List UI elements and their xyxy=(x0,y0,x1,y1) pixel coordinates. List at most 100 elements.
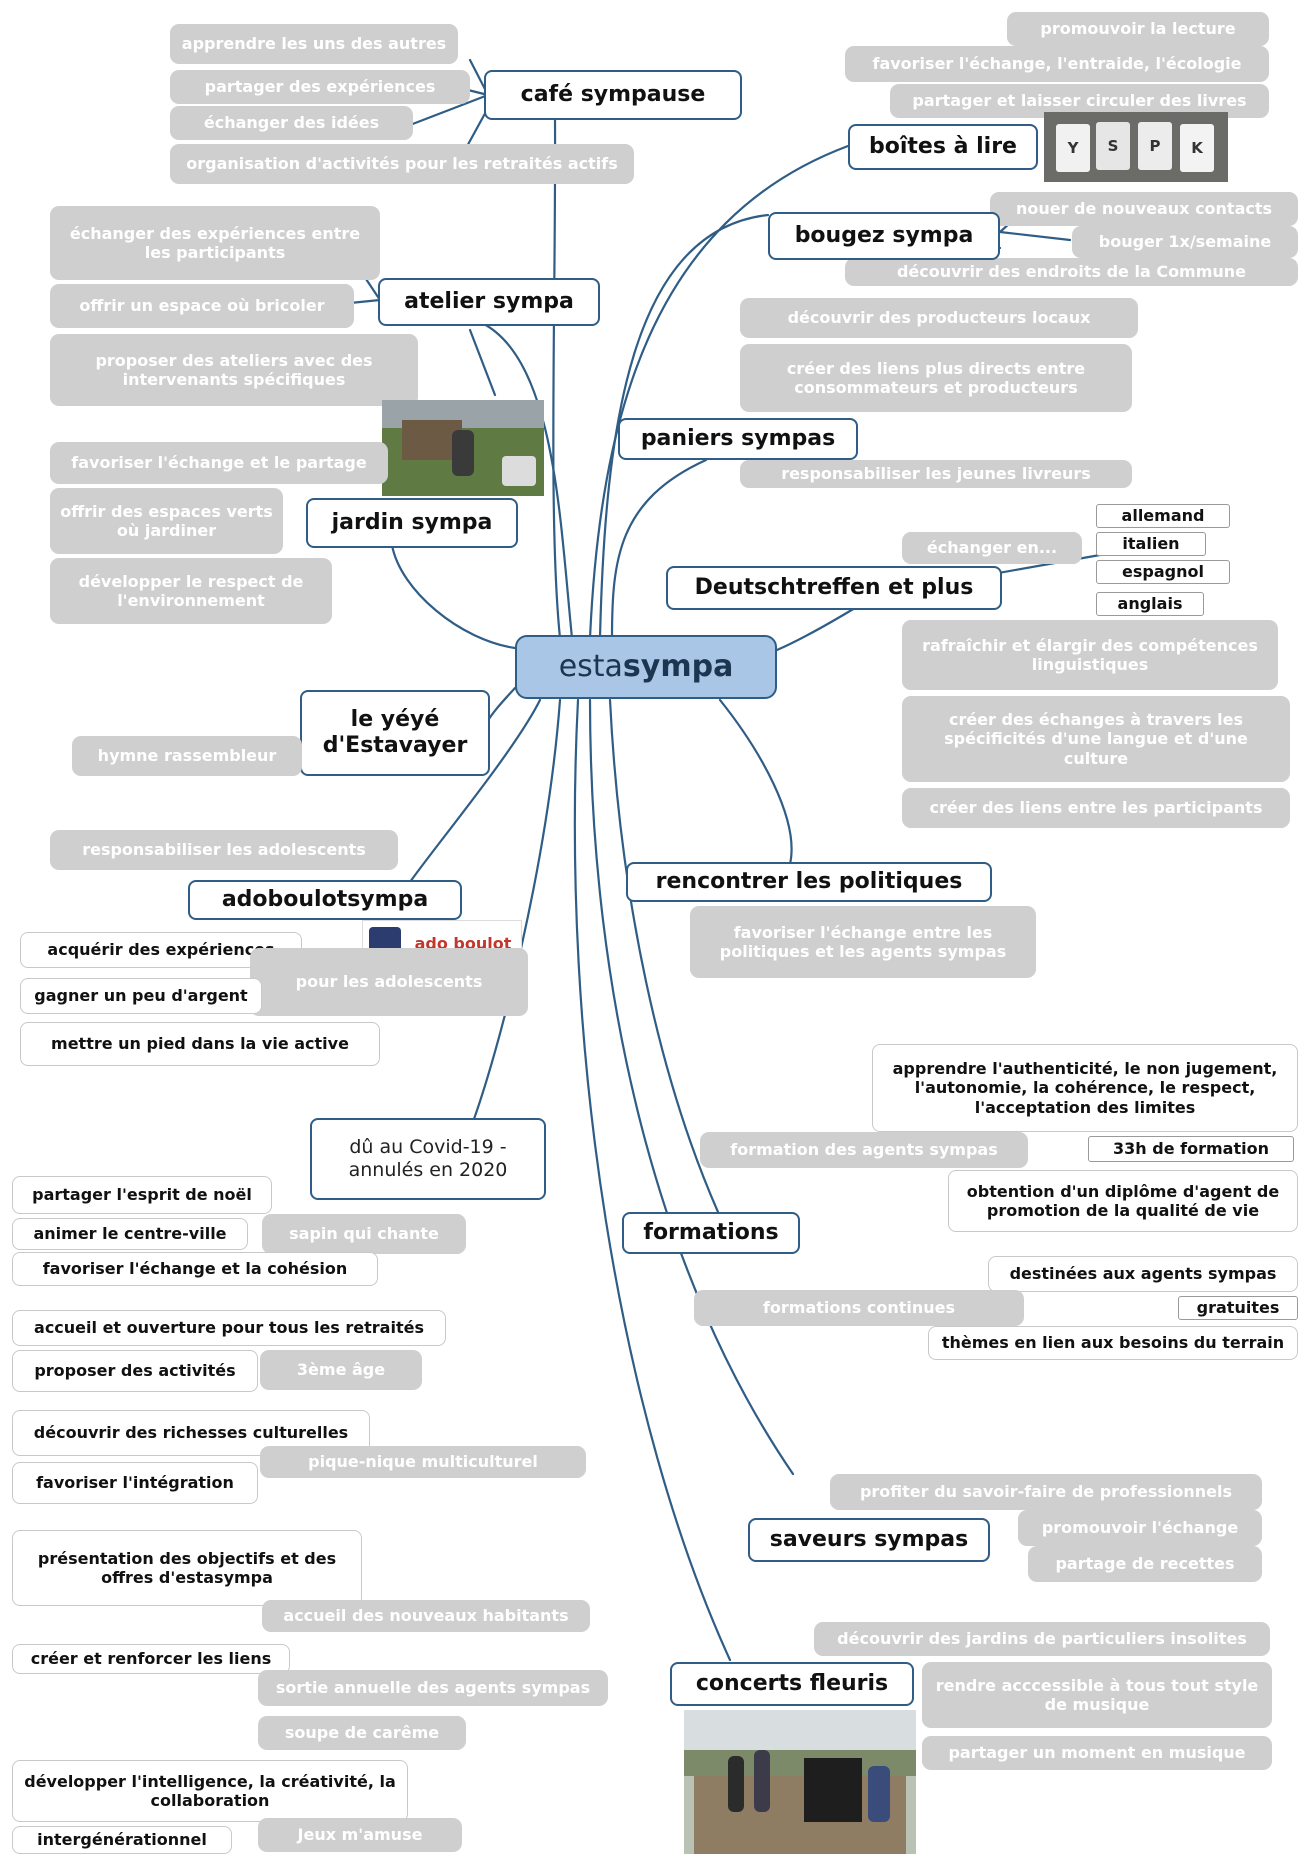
atelier-photo xyxy=(382,400,544,496)
rencontrer-item-1: favoriser l'échange entre les politiques… xyxy=(690,906,1036,978)
jardin-item-3: développer le respect de l'environnement xyxy=(50,558,332,624)
covid-age: 3ème âge xyxy=(260,1350,422,1390)
language-allemand: allemand xyxy=(1096,504,1230,528)
jardin-item-2: offrir des espaces verts où jardiner xyxy=(50,488,283,554)
boites-photo: Y S P K xyxy=(1044,112,1228,182)
covid-age-item-2: proposer des activités xyxy=(12,1350,258,1392)
covid-soupe: soupe de carême xyxy=(258,1716,466,1750)
topic-atelier[interactable]: atelier sympa xyxy=(378,278,600,326)
paniers-item-1: découvrir des producteurs locaux xyxy=(740,298,1138,338)
concerts-item-3: partager un moment en musique xyxy=(922,1736,1272,1770)
topic-boites[interactable]: boîtes à lire xyxy=(848,124,1038,170)
cafe-item-2: partager des expériences xyxy=(170,70,470,104)
box-letter-y: Y xyxy=(1056,124,1090,172)
center-bold: sympa xyxy=(622,649,734,684)
line-jardin xyxy=(390,543,517,650)
topic-covid[interactable]: dû au Covid-19 - annulés en 2020 xyxy=(310,1118,546,1200)
ado-for: pour les adolescents xyxy=(250,948,528,1016)
formations-agents-item-3: obtention d'un diplôme d'agent de promot… xyxy=(948,1170,1298,1232)
covid-jeux-item-1: développer l'intelligence, la créativité… xyxy=(12,1760,408,1822)
line-paniers xyxy=(610,458,708,640)
covid-accueil-item-1: présentation des objectifs et des offres… xyxy=(12,1530,362,1606)
line-boites xyxy=(588,144,850,640)
covid-sapin-item-2: animer le centre-ville xyxy=(12,1218,248,1250)
concerts-item-1: découvrir des jardins de particuliers in… xyxy=(814,1622,1270,1656)
line-deutsch xyxy=(775,606,857,652)
bougez-item-1: nouer de nouveaux contacts xyxy=(990,192,1298,226)
line-saveurs xyxy=(588,698,795,1476)
saveurs-item-1: profiter du savoir-faire de professionne… xyxy=(830,1474,1262,1510)
language-espagnol: espagnol xyxy=(1096,560,1230,584)
paniers-item-2: créer des liens plus directs entre conso… xyxy=(740,344,1132,412)
topic-bougez[interactable]: bougez sympa xyxy=(768,212,1000,260)
ado-item-2: gagner un peu d'argent xyxy=(20,978,262,1014)
covid-pique-item-2: favoriser l'intégration xyxy=(12,1462,258,1504)
formations-agents-item-2: 33h de formation xyxy=(1088,1136,1294,1162)
formations-agents-item-1: apprendre l'authenticité, le non jugemen… xyxy=(872,1044,1298,1132)
box-letter-p: P xyxy=(1138,122,1172,170)
ado-item-3: mettre un pied dans la vie active xyxy=(20,1022,380,1066)
formations-continues-item-2: gratuites xyxy=(1178,1296,1298,1320)
topic-saveurs[interactable]: saveurs sympas xyxy=(748,1518,990,1562)
covid-sortie-item-1: créer et renforcer les liens xyxy=(12,1644,290,1674)
deutsch-exchange: échanger en... xyxy=(902,532,1082,564)
yeye-item-1: hymne rassembleur xyxy=(72,736,302,776)
bougez-item-3: découvrir des endroits de la Commune xyxy=(845,258,1298,286)
formations-continues: formations continues xyxy=(694,1290,1024,1326)
topic-ado[interactable]: adoboulotsympa xyxy=(188,880,462,920)
topic-jardin[interactable]: jardin sympa xyxy=(306,498,518,548)
deutsch-item-2: créer des échanges à travers les spécifi… xyxy=(902,696,1290,782)
atelier-item-1: échanger des expériences entre les parti… xyxy=(50,206,380,280)
concerts-item-2: rendre acccessible à tous tout style de … xyxy=(922,1662,1272,1728)
boites-item-2: favoriser l'échange, l'entraide, l'écolo… xyxy=(845,46,1269,82)
line-ado xyxy=(408,698,542,884)
box-letter-s: S xyxy=(1096,122,1130,170)
covid-sapin: sapin qui chante xyxy=(262,1214,466,1254)
topic-formations[interactable]: formations xyxy=(622,1212,800,1254)
saveurs-item-3: partage de recettes xyxy=(1028,1546,1262,1582)
deutsch-item-1: rafraîchir et élargir des compétences li… xyxy=(902,620,1278,690)
language-italien: italien xyxy=(1096,532,1206,556)
covid-age-item-1: accueil et ouverture pour tous les retra… xyxy=(12,1310,446,1346)
ado-item-top: responsabiliser les adolescents xyxy=(50,830,398,870)
line-cafe-items xyxy=(408,58,490,152)
line-atelier xyxy=(480,321,574,640)
line-formations xyxy=(608,698,720,1214)
center-prefix: esta xyxy=(558,649,623,684)
topic-rencontrer[interactable]: rencontrer les politiques xyxy=(626,862,992,902)
atelier-item-3: proposer des ateliers avec des intervena… xyxy=(50,334,418,406)
topic-paniers[interactable]: paniers sympas xyxy=(618,418,858,460)
boites-item-1: promouvoir la lecture xyxy=(1007,12,1269,46)
concerts-photo xyxy=(684,1710,916,1854)
covid-accueil: accueil des nouveaux habitants xyxy=(262,1600,590,1632)
jardin-item-1: favoriser l'échange et le partage xyxy=(50,442,388,484)
formations-agents: formation des agents sympas xyxy=(700,1132,1028,1168)
deutsch-item-3: créer des liens entre les participants xyxy=(902,788,1290,828)
box-letter-k: K xyxy=(1180,124,1214,172)
covid-jeux: Jeux m'amuse xyxy=(258,1818,462,1852)
paniers-item-3: responsabiliser les jeunes livreurs xyxy=(740,460,1132,488)
cafe-item-3: échanger des idées xyxy=(170,106,413,140)
covid-sapin-item-3: favoriser l'échange et la cohésion xyxy=(12,1252,378,1286)
line-bougez xyxy=(598,213,770,640)
line-rencontrer xyxy=(718,698,793,866)
atelier-item-2: offrir un espace où bricoler xyxy=(50,284,354,328)
topic-concerts[interactable]: concerts fleuris xyxy=(670,1662,914,1706)
topic-deutsch[interactable]: Deutschtreffen et plus xyxy=(666,566,1002,610)
topic-yeye[interactable]: le yéyé d'Estavayer xyxy=(300,690,490,776)
line-cafe xyxy=(552,116,562,640)
cafe-item-4: organisation d'activités pour les retrai… xyxy=(170,144,634,184)
cafe-item-1: apprendre les uns des autres xyxy=(170,24,458,64)
bougez-item-2: bouger 1x/semaine xyxy=(1072,226,1298,258)
saveurs-item-2: promouvoir l'échange xyxy=(1018,1510,1262,1546)
language-anglais: anglais xyxy=(1096,592,1204,616)
covid-sapin-item-1: partager l'esprit de noël xyxy=(12,1176,272,1214)
topic-cafe[interactable]: café sympause xyxy=(484,70,742,120)
covid-pique: pique-nique multiculturel xyxy=(260,1446,586,1478)
covid-jeux-item-2: intergénérationnel xyxy=(12,1826,232,1854)
formations-continues-item-1: destinées aux agents sympas xyxy=(988,1256,1298,1292)
covid-sortie: sortie annuelle des agents sympas xyxy=(258,1670,608,1706)
line-concerts xyxy=(573,698,732,1662)
